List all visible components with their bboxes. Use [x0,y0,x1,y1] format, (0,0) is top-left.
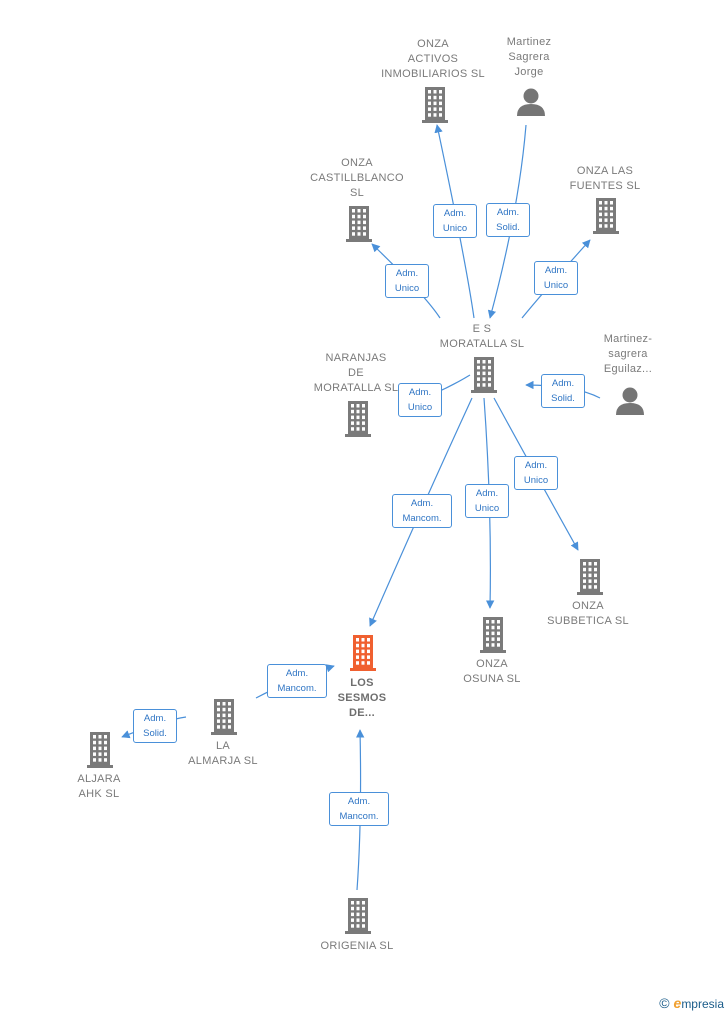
building-icon-onza-las-fuentes[interactable] [593,198,619,234]
node-label-onza-activos[interactable]: ONZA ACTIVOS INMOBILIARIOS SL [381,38,485,80]
edge-label-es-moratalla-to-naranjas[interactable]: Adm. Unico [398,383,442,417]
edge-label-es-moratalla-to-los-sesmos[interactable]: Adm. Mancom. [392,494,452,528]
building-icon-es-moratalla[interactable] [471,357,497,393]
edge-label-es-moratalla-to-onza-activos[interactable]: Adm. Unico [433,204,477,238]
node-label-la-almarja[interactable]: LA ALMARJA SL [188,740,258,767]
building-icon-onza-osuna[interactable] [480,617,506,653]
building-icon-los-sesmos[interactable] [350,635,376,671]
edge-label-origenia-to-los-sesmos[interactable]: Adm. Mancom. [329,792,389,826]
edge-label-la-almarja-to-los-sesmos[interactable]: Adm. Mancom. [267,664,327,698]
building-icon-onza-castillblanco[interactable] [346,206,372,242]
node-label-martinez-jorge[interactable]: Martinez Sagrera Jorge [506,36,552,78]
node-label-onza-castillblanco[interactable]: ONZA CASTILLBLANCO SL [310,157,404,199]
edge-label-martinez-eguilaz-to-es-moratalla[interactable]: Adm. Solid. [541,374,585,408]
building-icon-la-almarja[interactable] [211,699,237,735]
person-icon-martinez-jorge[interactable] [517,88,545,117]
node-label-es-moratalla[interactable]: E S MORATALLA SL [439,323,525,350]
brand-name: mpresia [681,997,724,1011]
edge-label-la-almarja-to-aljara[interactable]: Adm. Solid. [133,709,177,743]
person-icon-martinez-eguilaz[interactable] [616,387,644,416]
copyright-icon: © [659,995,670,1011]
building-icon-onza-subbetica[interactable] [577,559,603,595]
building-icon-origenia[interactable] [345,898,371,934]
building-icon-aljara[interactable] [87,732,113,768]
edge-label-es-moratalla-to-onza-las-fuentes[interactable]: Adm. Unico [534,261,578,295]
edge-es-moratalla-to-onza-activos [434,124,475,319]
building-icon-onza-activos[interactable] [422,87,448,123]
node-label-onza-las-fuentes[interactable]: ONZA LAS FUENTES SL [569,165,641,192]
node-label-onza-subbetica[interactable]: ONZA SUBBETICA SL [547,600,629,627]
nodes-layer [87,87,644,934]
node-label-aljara[interactable]: ALJARA AHK SL [77,773,121,800]
brand-logo[interactable]: © empresia [659,995,724,1011]
edge-label-martinez-jorge-to-es-moratalla[interactable]: Adm. Solid. [486,203,530,237]
node-label-naranjas[interactable]: NARANJAS DE MORATALLA SL [313,352,399,394]
node-label-onza-osuna[interactable]: ONZA OSUNA SL [463,658,521,685]
edge-label-es-moratalla-to-onza-subbetica[interactable]: Adm. Unico [514,456,558,490]
node-label-martinez-eguilaz[interactable]: Martinez- sagrera Eguilaz... [603,333,653,375]
edge-label-es-moratalla-to-onza-castillblanco[interactable]: Adm. Unico [385,264,429,298]
building-icon-naranjas[interactable] [345,401,371,437]
brand-initial: e [673,995,682,1011]
node-label-origenia[interactable]: ORIGENIA SL [320,940,394,952]
node-label-los-sesmos[interactable]: LOS SESMOS DE... [337,677,387,719]
edge-label-es-moratalla-to-onza-osuna[interactable]: Adm. Unico [465,484,509,518]
